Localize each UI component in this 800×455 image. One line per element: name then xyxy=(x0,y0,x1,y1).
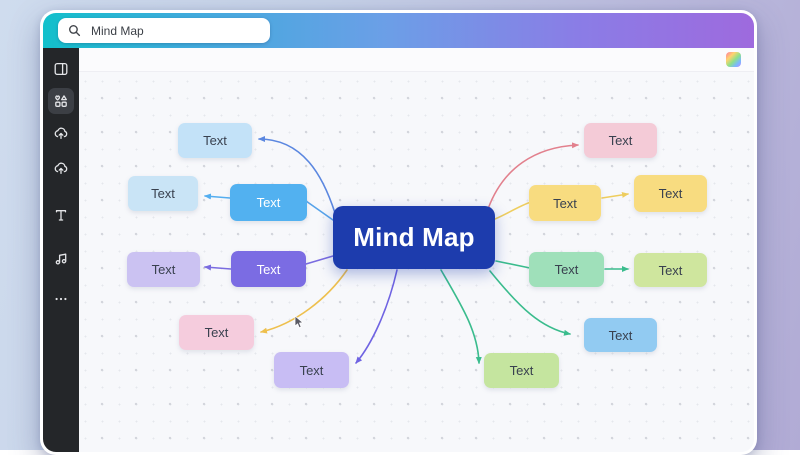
search-icon xyxy=(68,24,81,37)
sidebar-item-text[interactable] xyxy=(48,202,74,228)
mindmap-node-right-yellow-1[interactable]: Text xyxy=(529,185,601,221)
rainbow-palette-icon[interactable] xyxy=(726,52,741,67)
mindmap-node-bottom-right-blue[interactable]: Text xyxy=(584,318,657,352)
elements-icon xyxy=(53,93,69,109)
mindmap-node-center[interactable]: Mind Map xyxy=(333,206,495,269)
sidebar-item-more[interactable] xyxy=(48,286,74,312)
panels-icon xyxy=(53,61,69,77)
music-note-icon xyxy=(53,250,69,266)
mindmap-node-mid-blue[interactable]: Text xyxy=(230,184,307,221)
connector-center-to-right-mint xyxy=(496,261,530,268)
connector-mid-purple-to-left-purple xyxy=(205,267,231,269)
text-t-icon xyxy=(53,207,69,223)
canvas-toolbar xyxy=(79,48,754,72)
sidebar-item-audio[interactable] xyxy=(48,245,74,271)
connector-mid-blue-to-left-blue xyxy=(205,196,230,198)
ellipsis-icon xyxy=(53,291,69,307)
mindmap-node-right-green[interactable]: Text xyxy=(634,253,707,287)
connector-center-to-bottom-green xyxy=(441,270,479,363)
sidebar-item-cloud-sync[interactable] xyxy=(48,155,74,181)
mindmap-node-bottom-left-pink[interactable]: Text xyxy=(179,315,254,350)
sidebar xyxy=(43,48,79,452)
connector-yellow-1-to-yellow-2 xyxy=(602,194,628,198)
mindmap-node-top-left-blue[interactable]: Text xyxy=(178,123,252,158)
mindmap-node-bottom-green[interactable]: Text xyxy=(484,353,559,388)
app-window: TextTextTextTextTextTextTextTextTextText… xyxy=(40,10,757,455)
cloud-upload-icon xyxy=(53,125,69,141)
mindmap-node-right-mint[interactable]: Text xyxy=(529,252,604,287)
mindmap-node-bottom-lavender[interactable]: Text xyxy=(274,352,349,388)
top-gradient-bar xyxy=(43,13,754,48)
mouse-cursor xyxy=(294,315,305,330)
search-box[interactable] xyxy=(58,18,270,43)
mindmap-node-left-purple[interactable]: Text xyxy=(127,252,200,287)
connector-center-to-mid-purple xyxy=(306,256,333,264)
mindmap-node-top-right-pink[interactable]: Text xyxy=(584,123,657,158)
connector-center-to-right-yellow-1 xyxy=(495,202,531,219)
sidebar-item-elements[interactable] xyxy=(48,88,74,114)
mindmap-node-mid-purple[interactable]: Text xyxy=(231,251,306,287)
sidebar-item-uploads[interactable] xyxy=(48,120,74,146)
mindmap-node-left-blue[interactable]: Text xyxy=(128,176,198,211)
mindmap-node-right-yellow-2[interactable]: Text xyxy=(634,175,707,212)
connector-center-to-bottom-lavender xyxy=(356,270,397,363)
search-input[interactable] xyxy=(89,23,260,39)
sidebar-item-design-panels[interactable] xyxy=(48,56,74,82)
app-window-content: TextTextTextTextTextTextTextTextTextText… xyxy=(43,13,754,452)
cloud-upload-icon xyxy=(53,160,69,176)
connector-center-to-mid-blue xyxy=(306,201,333,220)
